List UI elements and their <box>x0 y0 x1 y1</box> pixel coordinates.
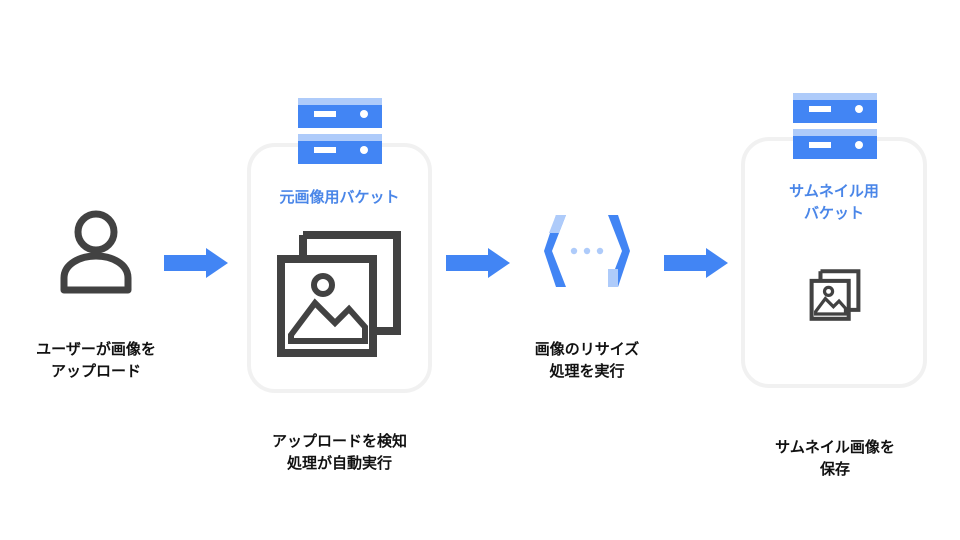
thumbnail-bucket-title: サムネイル用 バケット <box>789 182 879 222</box>
function-label: 画像のリサイズ 処理を実行 <box>534 340 640 380</box>
right-arrow-icon <box>446 248 510 278</box>
source-bucket-caption: アップロードを検知 処理が自動実行 <box>271 432 407 472</box>
cloud-function-icon <box>544 215 630 287</box>
server-stack-icon <box>793 93 877 161</box>
source-bucket-title: 元画像用バケット <box>279 188 400 206</box>
thumbnail-bucket-caption: サムネイル画像を 保存 <box>775 438 895 478</box>
image-gallery-icon <box>277 231 401 357</box>
user-icon <box>58 208 134 294</box>
image-gallery-icon <box>809 268 861 322</box>
right-arrow-icon <box>664 248 728 278</box>
thumbnail-bucket-card <box>741 137 927 388</box>
user-label: ユーザーが画像を アップロード <box>36 340 156 380</box>
right-arrow-icon <box>164 248 228 278</box>
server-stack-icon <box>298 98 382 166</box>
